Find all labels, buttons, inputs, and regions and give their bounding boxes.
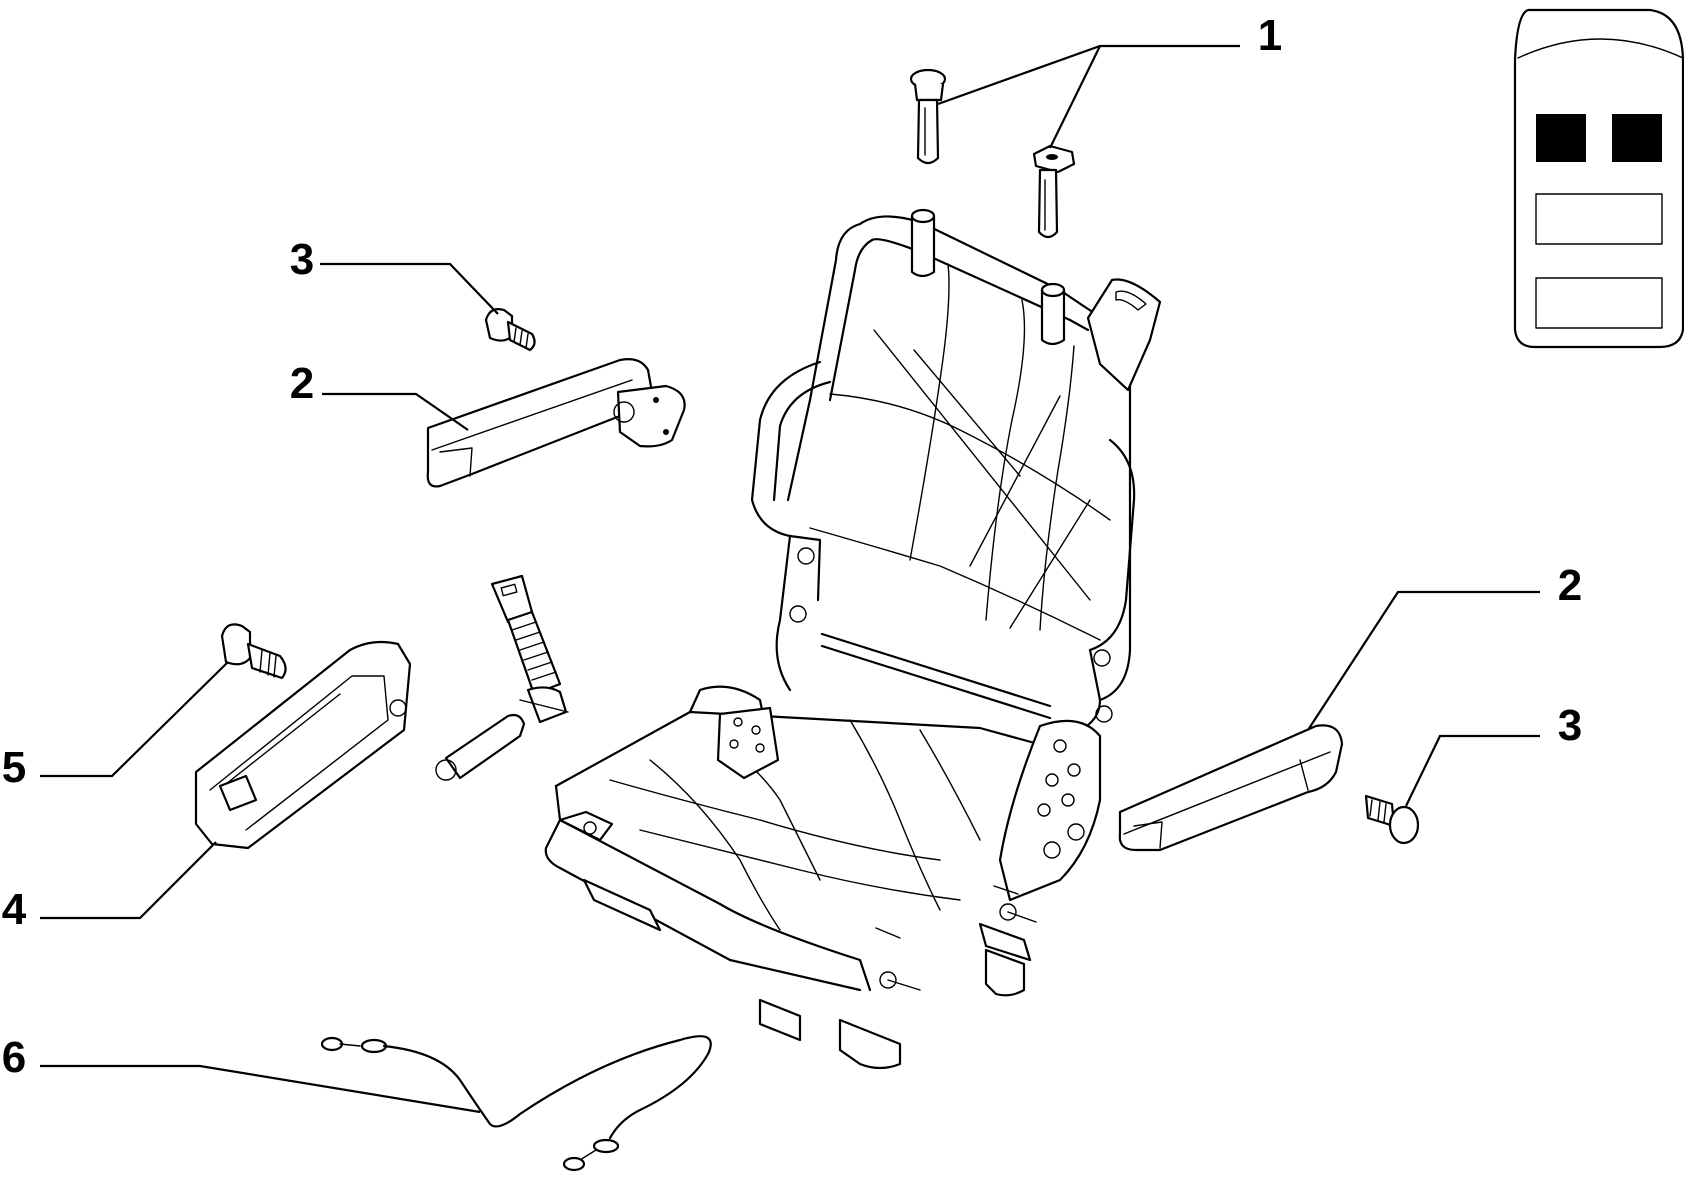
- callout-2-left: 2: [290, 359, 314, 408]
- callout-5: 5: [2, 743, 26, 792]
- leader-lines: [40, 44, 1540, 1114]
- armrest-right: [1118, 724, 1344, 852]
- front-seat-right-marker: [1612, 114, 1662, 162]
- middle-seat-row-marker: [1535, 193, 1663, 245]
- callout-3-right: 3: [1558, 701, 1582, 750]
- backrest-pin-right: [1032, 144, 1076, 239]
- armrest-left: [426, 358, 686, 488]
- leader-5: [40, 661, 229, 778]
- callout-2-right: 2: [1558, 561, 1582, 610]
- front-seat-left-marker: [1536, 114, 1586, 162]
- seat-frame: [544, 208, 1162, 1070]
- callout-3-upper-left: 3: [290, 235, 314, 284]
- van-seat-locator-icon: [1513, 8, 1684, 349]
- bolt-upper-left: [484, 308, 536, 352]
- seat-belt-buckle: [435, 574, 569, 781]
- leader-3a: [320, 262, 499, 315]
- bolt-part-5: [220, 623, 287, 680]
- leader-2a: [322, 392, 469, 431]
- side-trim-part-4: [194, 640, 412, 850]
- leader-6: [40, 1064, 481, 1114]
- leader-4: [40, 841, 217, 920]
- rear-seat-row-marker: [1535, 277, 1663, 329]
- callout-6: 6: [2, 1033, 26, 1082]
- cable-part-6: [320, 1035, 712, 1172]
- bolt-lower-right: [1364, 794, 1420, 845]
- callout-1: 1: [1258, 11, 1282, 60]
- backrest-pin-left: [909, 68, 947, 165]
- leader-1b: [1049, 45, 1101, 149]
- leader-1a: [937, 44, 1240, 106]
- leader-2b: [1307, 590, 1540, 731]
- callout-4: 4: [2, 885, 27, 934]
- leader-3b: [1405, 734, 1540, 807]
